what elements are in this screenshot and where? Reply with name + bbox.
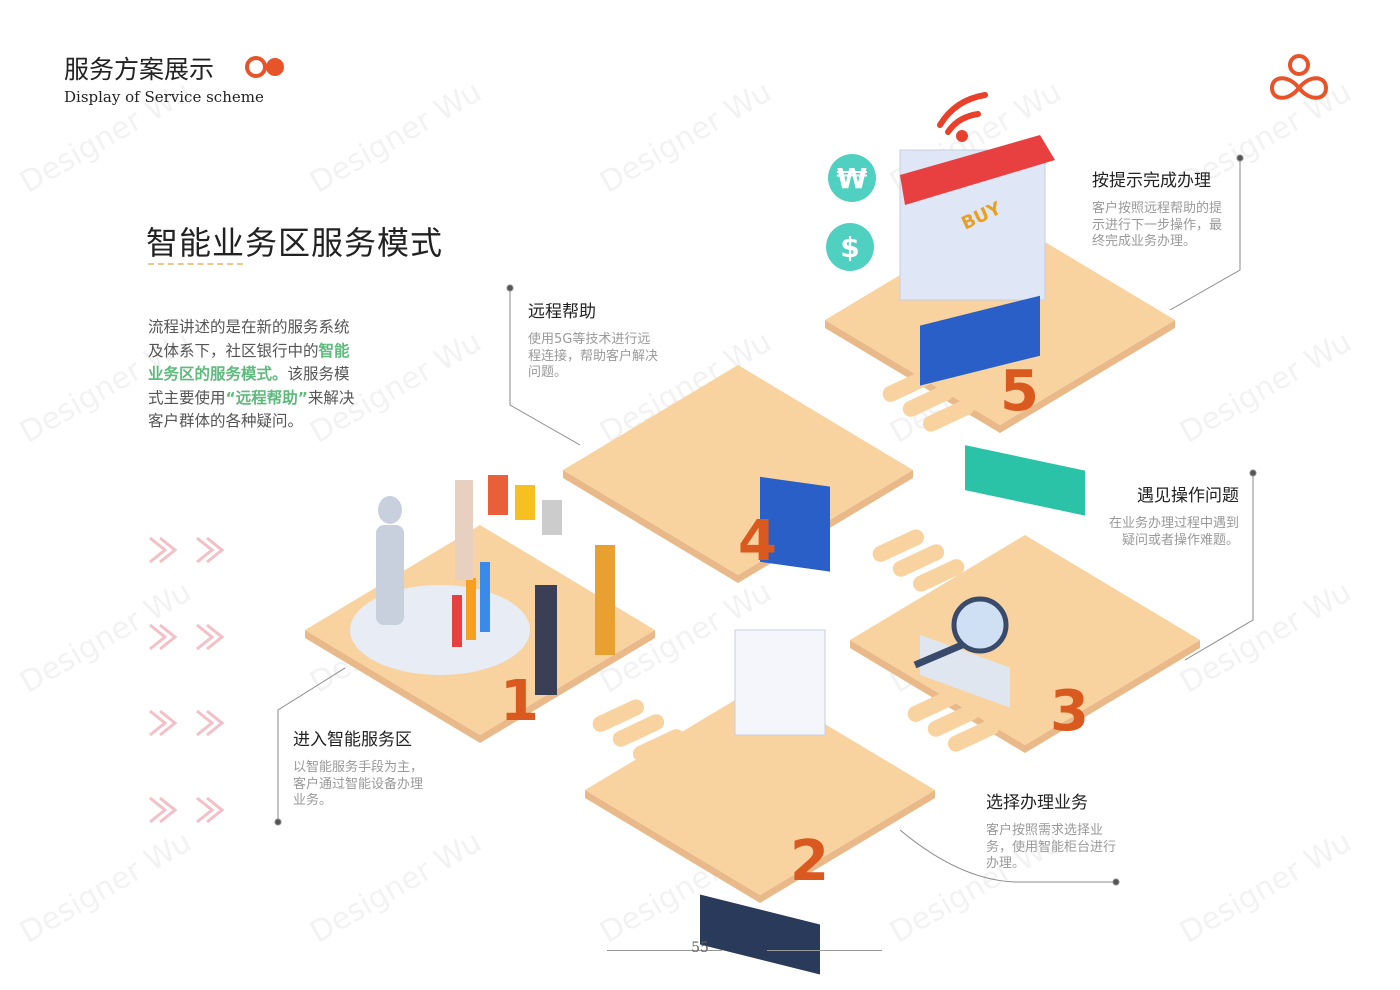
header-title: 服务方案展示 bbox=[64, 55, 215, 84]
heading-divider bbox=[148, 263, 243, 265]
step-title: 遇见操作问题 bbox=[1137, 486, 1239, 506]
step-1-label: 进入智能服务区以智能服务手段为主，客户通过智能设备办理业务。 bbox=[293, 725, 423, 810]
dashboard-icon bbox=[920, 295, 1040, 386]
kiosk-screen-icon bbox=[734, 629, 826, 736]
step-3-label: 遇见操作问题在业务办理过程中遇到疑问或者操作难题。 bbox=[1109, 481, 1239, 549]
intro-highlight-1: 智能业务区的服务模式。 bbox=[148, 341, 350, 384]
step-number-2: 2 bbox=[790, 829, 829, 894]
step-description: 使用5G等技术进行远程连接，帮助客户解决问题。 bbox=[528, 332, 659, 380]
won-coin-icon bbox=[828, 154, 876, 202]
page-number: 55 bbox=[691, 940, 709, 956]
intro-highlight-2: “远程帮助” bbox=[225, 388, 308, 407]
intro-text: 流程讲述的是在新的服务系统及体系下，社区银行中的智能业务区的服务模式。该服务模式… bbox=[148, 316, 363, 434]
logo-dots-icon bbox=[245, 56, 284, 78]
chevron-icon bbox=[149, 623, 178, 651]
footer-line-left bbox=[607, 950, 722, 951]
footer-line-right bbox=[767, 950, 882, 951]
stepping-stone bbox=[612, 714, 665, 747]
intro-p2: 该服务模式主要使用 bbox=[148, 365, 350, 407]
laptop-icon bbox=[760, 476, 830, 572]
step-title: 远程帮助 bbox=[528, 302, 596, 322]
svg-text:₩: ₩ bbox=[837, 162, 868, 195]
intro-p1: 流程讲述的是在新的服务系统及体系下，社区银行中的 bbox=[148, 318, 350, 360]
header-subtitle: Display of Service scheme bbox=[64, 88, 264, 106]
intro-p3: 来解决客户群体的各种疑问。 bbox=[148, 388, 355, 431]
magnifier-icon bbox=[951, 596, 1009, 654]
awning-icon bbox=[900, 135, 1055, 205]
wifi-icon bbox=[937, 92, 988, 142]
stepping-stone bbox=[912, 559, 965, 592]
step-4-label: 远程帮助使用5G等技术进行远程连接，帮助客户解决问题。 bbox=[528, 297, 658, 382]
stepping-stone bbox=[947, 719, 1000, 752]
step-2-label: 选择办理业务客户按照需求选择业务，使用智能柜台进行办理。 bbox=[986, 788, 1116, 873]
chevron-icon bbox=[149, 709, 178, 737]
step-title: 进入智能服务区 bbox=[293, 730, 412, 750]
chevron-icon bbox=[149, 796, 178, 824]
stepping-stone bbox=[902, 384, 955, 417]
step-number-3: 3 bbox=[1050, 679, 1089, 744]
people-icon bbox=[455, 480, 615, 695]
section-heading: 智能业务区服务模式 bbox=[146, 224, 444, 262]
step-description: 客户按照需求选择业务，使用智能柜台进行办理。 bbox=[986, 823, 1117, 871]
brand-logo-icon bbox=[1269, 54, 1329, 100]
stepping-stone bbox=[922, 399, 975, 432]
stepping-stone bbox=[632, 729, 685, 762]
step-title: 选择办理业务 bbox=[986, 793, 1088, 813]
bank-card-icon bbox=[965, 445, 1085, 516]
step-description: 在业务办理过程中遇到疑问或者操作难题。 bbox=[1109, 516, 1240, 548]
chevron-icon bbox=[149, 536, 178, 564]
step-5-label: 按提示完成办理客户按照远程帮助的提示进行下一步操作，最终完成业务办理。 bbox=[1092, 166, 1232, 251]
step-title: 按提示完成办理 bbox=[1092, 171, 1211, 191]
chevron-arrows-icon bbox=[149, 536, 225, 824]
step-description: 以智能服务手段为主，客户通过智能设备办理业务。 bbox=[293, 760, 424, 808]
dollar-coin-icon bbox=[826, 223, 874, 271]
stepping-stone bbox=[592, 699, 644, 732]
step-number-1: 1 bbox=[500, 669, 539, 734]
stepping-stone bbox=[892, 544, 945, 577]
platform-step-3 bbox=[850, 535, 1200, 745]
svg-text:$: $ bbox=[840, 231, 859, 264]
stepping-stone bbox=[907, 689, 959, 722]
chevron-icon bbox=[196, 796, 225, 824]
stepping-stone bbox=[927, 704, 980, 737]
step-number-5: 5 bbox=[1000, 359, 1039, 424]
step-description: 客户按照远程帮助的提示进行下一步操作，最终完成业务办理。 bbox=[1092, 201, 1223, 249]
keyboard-2-icon bbox=[700, 894, 820, 975]
chevron-icon bbox=[196, 536, 225, 564]
stepping-stone bbox=[872, 529, 924, 562]
chevron-icon bbox=[196, 623, 225, 651]
chevron-icon bbox=[196, 709, 225, 737]
step-number-4: 4 bbox=[738, 509, 777, 574]
robot-icon bbox=[378, 496, 402, 524]
